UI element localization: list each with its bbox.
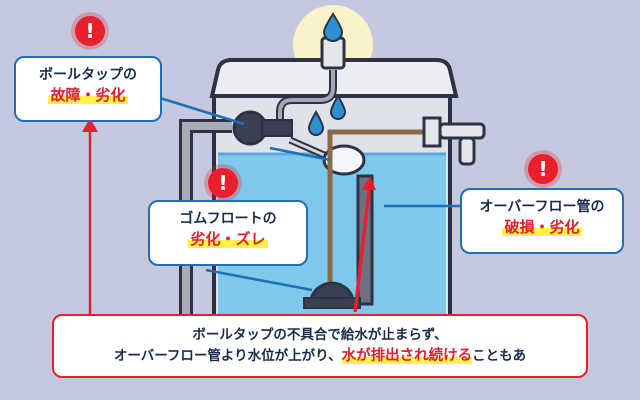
callout-overflow-issue: 破損・劣化: [502, 218, 582, 236]
callout-ball-tap: ボールタップの 故障・劣化: [14, 56, 162, 122]
tank-handle: [422, 116, 442, 148]
note-line-2-prefix: オーバーフロー管より水位が上がり、: [113, 348, 342, 364]
callout-rubber-float-issue: 劣化・ズレ: [188, 230, 268, 248]
faucet-stem: [320, 36, 346, 70]
water-drop-icon: [307, 110, 325, 136]
leader-rubber-float: [205, 268, 313, 292]
note-line-2-suffix: こともあ: [472, 348, 527, 364]
rubber-float: [310, 281, 354, 302]
arrow-head-icon: [362, 176, 376, 190]
callout-overflow-title: オーバーフロー管の: [479, 199, 605, 215]
callout-ball-tap-issue: 故障・劣化: [48, 86, 128, 104]
warning-icon: !: [75, 16, 105, 46]
callout-ball-tap-title: ボールタップの: [39, 67, 137, 83]
warning-icon: !: [528, 154, 558, 184]
water-drop-icon: [329, 94, 347, 120]
callout-rubber-float-title: ゴムフロートの: [179, 211, 277, 227]
note-line-2: オーバーフロー管より水位が上がり、水が排出され続けることもあ: [54, 345, 586, 367]
callout-overflow: オーバーフロー管の 破損・劣化: [460, 188, 624, 254]
warning-icon: !: [208, 168, 238, 198]
leader-float-arm: [269, 146, 331, 162]
water-flow-arrow: [353, 181, 372, 313]
overflow-tube: [327, 129, 436, 304]
callout-rubber-float: ゴムフロートの 劣化・ズレ: [148, 200, 308, 266]
warning-note: ボールタップの不具合で給水が止まらず、 オーバーフロー管より水位が上がり、水が排…: [52, 314, 588, 378]
leader-ball-tap: [159, 96, 245, 126]
arrow-head-icon: [82, 118, 98, 132]
faucet-water-drop-icon: [322, 12, 344, 42]
note-line-1: ボールタップの不具合で給水が止まらず、: [192, 327, 448, 343]
note-highlight: 水が排出され続ける: [341, 348, 473, 364]
